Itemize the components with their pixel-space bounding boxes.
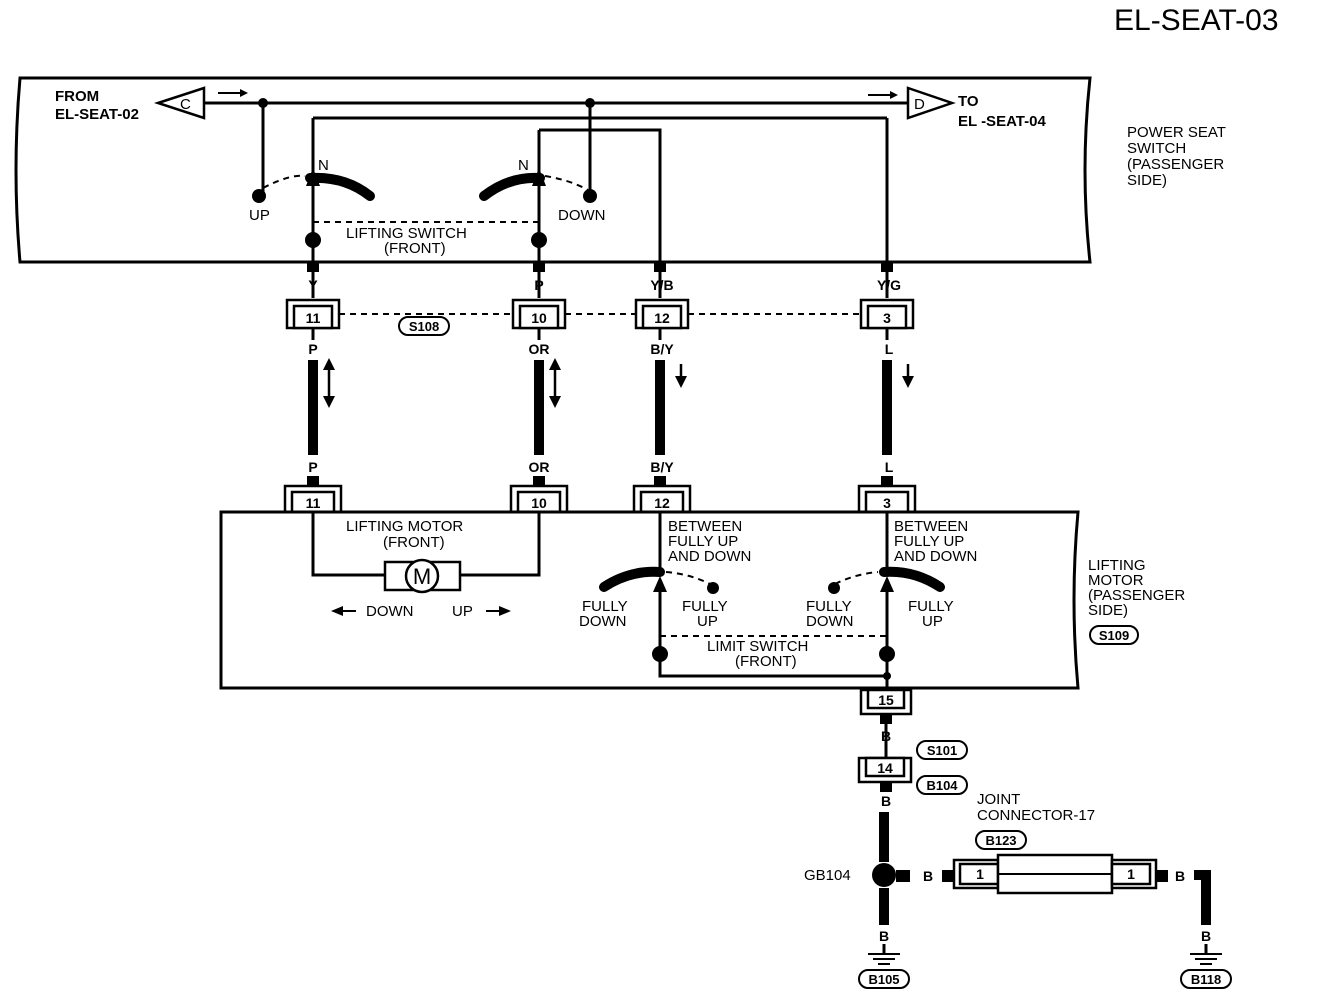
motor-connectors: 11 10 12 3	[283, 484, 917, 514]
lifting-motor-frame	[219, 510, 1080, 690]
svg-text:B/Y: B/Y	[650, 341, 674, 357]
from-connector: FROM EL-SEAT-02 C	[55, 86, 248, 123]
svg-text:1: 1	[1127, 866, 1135, 882]
svg-text:POWER SEAT: POWER SEAT	[1127, 124, 1226, 141]
svg-text:B: B	[923, 868, 933, 884]
svg-text:FULLY: FULLY	[806, 598, 852, 615]
svg-text:B: B	[881, 728, 891, 744]
svg-text:FULLY UP: FULLY UP	[668, 533, 738, 550]
svg-text:OR: OR	[529, 341, 550, 357]
svg-text:1: 1	[976, 866, 984, 882]
to-connector: D TO EL -SEAT-04	[868, 86, 1046, 130]
svg-text:Y/G: Y/G	[877, 277, 901, 293]
svg-text:AND DOWN: AND DOWN	[668, 548, 751, 565]
svg-text:UP: UP	[697, 613, 718, 630]
svg-text:11: 11	[306, 495, 321, 511]
svg-text:FULLY: FULLY	[908, 598, 954, 615]
svg-text:10: 10	[531, 495, 547, 511]
svg-text:SWITCH: SWITCH	[1127, 140, 1186, 157]
svg-text:B: B	[881, 793, 891, 809]
svg-text:D: D	[914, 96, 925, 113]
svg-text:LIMIT SWITCH: LIMIT SWITCH	[707, 638, 808, 655]
svg-text:UP: UP	[452, 603, 473, 620]
svg-text:EL-SEAT-02: EL-SEAT-02	[55, 106, 139, 123]
svg-text:N: N	[318, 157, 329, 174]
svg-text:LIFTING SWITCH: LIFTING SWITCH	[346, 225, 467, 242]
svg-text:AND DOWN: AND DOWN	[894, 548, 977, 565]
svg-text:M: M	[413, 564, 431, 589]
svg-text:(FRONT): (FRONT)	[383, 534, 445, 551]
svg-text:DOWN: DOWN	[366, 603, 414, 620]
svg-text:BETWEEN: BETWEEN	[894, 518, 968, 535]
svg-text:B: B	[1201, 928, 1211, 944]
svg-text:GB104: GB104	[804, 867, 851, 884]
svg-text:C: C	[180, 96, 191, 113]
svg-text:DOWN: DOWN	[806, 613, 854, 630]
lifting-motor-label: LIFTING MOTOR (PASSENGER SIDE) S109	[1088, 557, 1185, 645]
svg-text:12: 12	[654, 310, 670, 326]
svg-text:(FRONT): (FRONT)	[735, 653, 797, 670]
ground-path: 15 B S101 14 B104 B GB104 B B105 B 1 1	[804, 688, 1232, 989]
svg-text:3: 3	[883, 310, 891, 326]
svg-text:N: N	[518, 157, 529, 174]
svg-text:DOWN: DOWN	[558, 207, 606, 224]
svg-text:JOINT: JOINT	[977, 791, 1020, 808]
svg-text:UP: UP	[249, 207, 270, 224]
svg-text:S101: S101	[927, 743, 957, 758]
limit-switch: BETWEEN FULLY UP AND DOWN BETWEEN FULLY …	[579, 512, 977, 694]
switch-internal-wiring: N N UP DOWN LIFTING SWITCH (FRONT)	[204, 98, 908, 268]
svg-text:FULLY: FULLY	[582, 598, 628, 615]
svg-text:DOWN: DOWN	[579, 613, 627, 630]
svg-text:FULLY: FULLY	[682, 598, 728, 615]
power-seat-switch-frame	[14, 76, 1092, 264]
svg-text:(PASSENGER: (PASSENGER	[1127, 156, 1224, 173]
svg-text:B118: B118	[1191, 972, 1221, 987]
svg-text:(PASSENGER: (PASSENGER	[1088, 587, 1185, 604]
connector-s108: 11 10 12 3 S108	[285, 298, 915, 336]
svg-text:TO: TO	[958, 93, 979, 110]
svg-text:SIDE): SIDE)	[1127, 172, 1167, 189]
svg-text:B123: B123	[985, 833, 1016, 848]
page-title: EL-SEAT-03	[1114, 4, 1279, 37]
svg-text:L: L	[885, 459, 894, 475]
svg-text:P: P	[308, 341, 317, 357]
svg-text:B104: B104	[926, 778, 958, 793]
motor-internals: M LIFTING MOTOR (FRONT) DOWN UP	[311, 512, 541, 620]
svg-text:(FRONT): (FRONT)	[384, 240, 446, 257]
svg-text:L: L	[885, 341, 894, 357]
svg-text:SIDE): SIDE)	[1088, 602, 1128, 619]
svg-text:UP: UP	[922, 613, 943, 630]
svg-text:FULLY UP: FULLY UP	[894, 533, 964, 550]
svg-text:LIFTING MOTOR: LIFTING MOTOR	[346, 518, 463, 535]
svg-text:11: 11	[306, 310, 321, 326]
svg-text:CONNECTOR-17: CONNECTOR-17	[977, 807, 1095, 824]
svg-text:S108: S108	[409, 319, 439, 334]
svg-text:P: P	[308, 459, 317, 475]
switch-terminals: Y P Y/B Y/G	[307, 262, 901, 298]
svg-text:B: B	[1175, 868, 1185, 884]
svg-text:14: 14	[877, 760, 893, 776]
svg-text:LIFTING: LIFTING	[1088, 557, 1146, 574]
svg-text:B105: B105	[868, 972, 899, 987]
svg-text:12: 12	[654, 495, 670, 511]
svg-text:S109: S109	[1099, 628, 1129, 643]
svg-text:OR: OR	[529, 459, 550, 475]
svg-text:MOTOR: MOTOR	[1088, 572, 1144, 589]
svg-text:10: 10	[531, 310, 547, 326]
power-seat-switch-label: POWER SEAT SWITCH (PASSENGER SIDE)	[1127, 124, 1226, 189]
svg-text:15: 15	[878, 692, 894, 708]
svg-text:3: 3	[883, 495, 891, 511]
svg-text:Y/B: Y/B	[650, 277, 673, 293]
svg-text:EL -SEAT-04: EL -SEAT-04	[958, 113, 1046, 130]
svg-text:FROM: FROM	[55, 88, 99, 105]
svg-text:B/Y: B/Y	[650, 459, 674, 475]
harness-wires: P OR B/Y L P OR B/Y L	[307, 328, 914, 486]
svg-text:B: B	[879, 928, 889, 944]
svg-text:BETWEEN: BETWEEN	[668, 518, 742, 535]
